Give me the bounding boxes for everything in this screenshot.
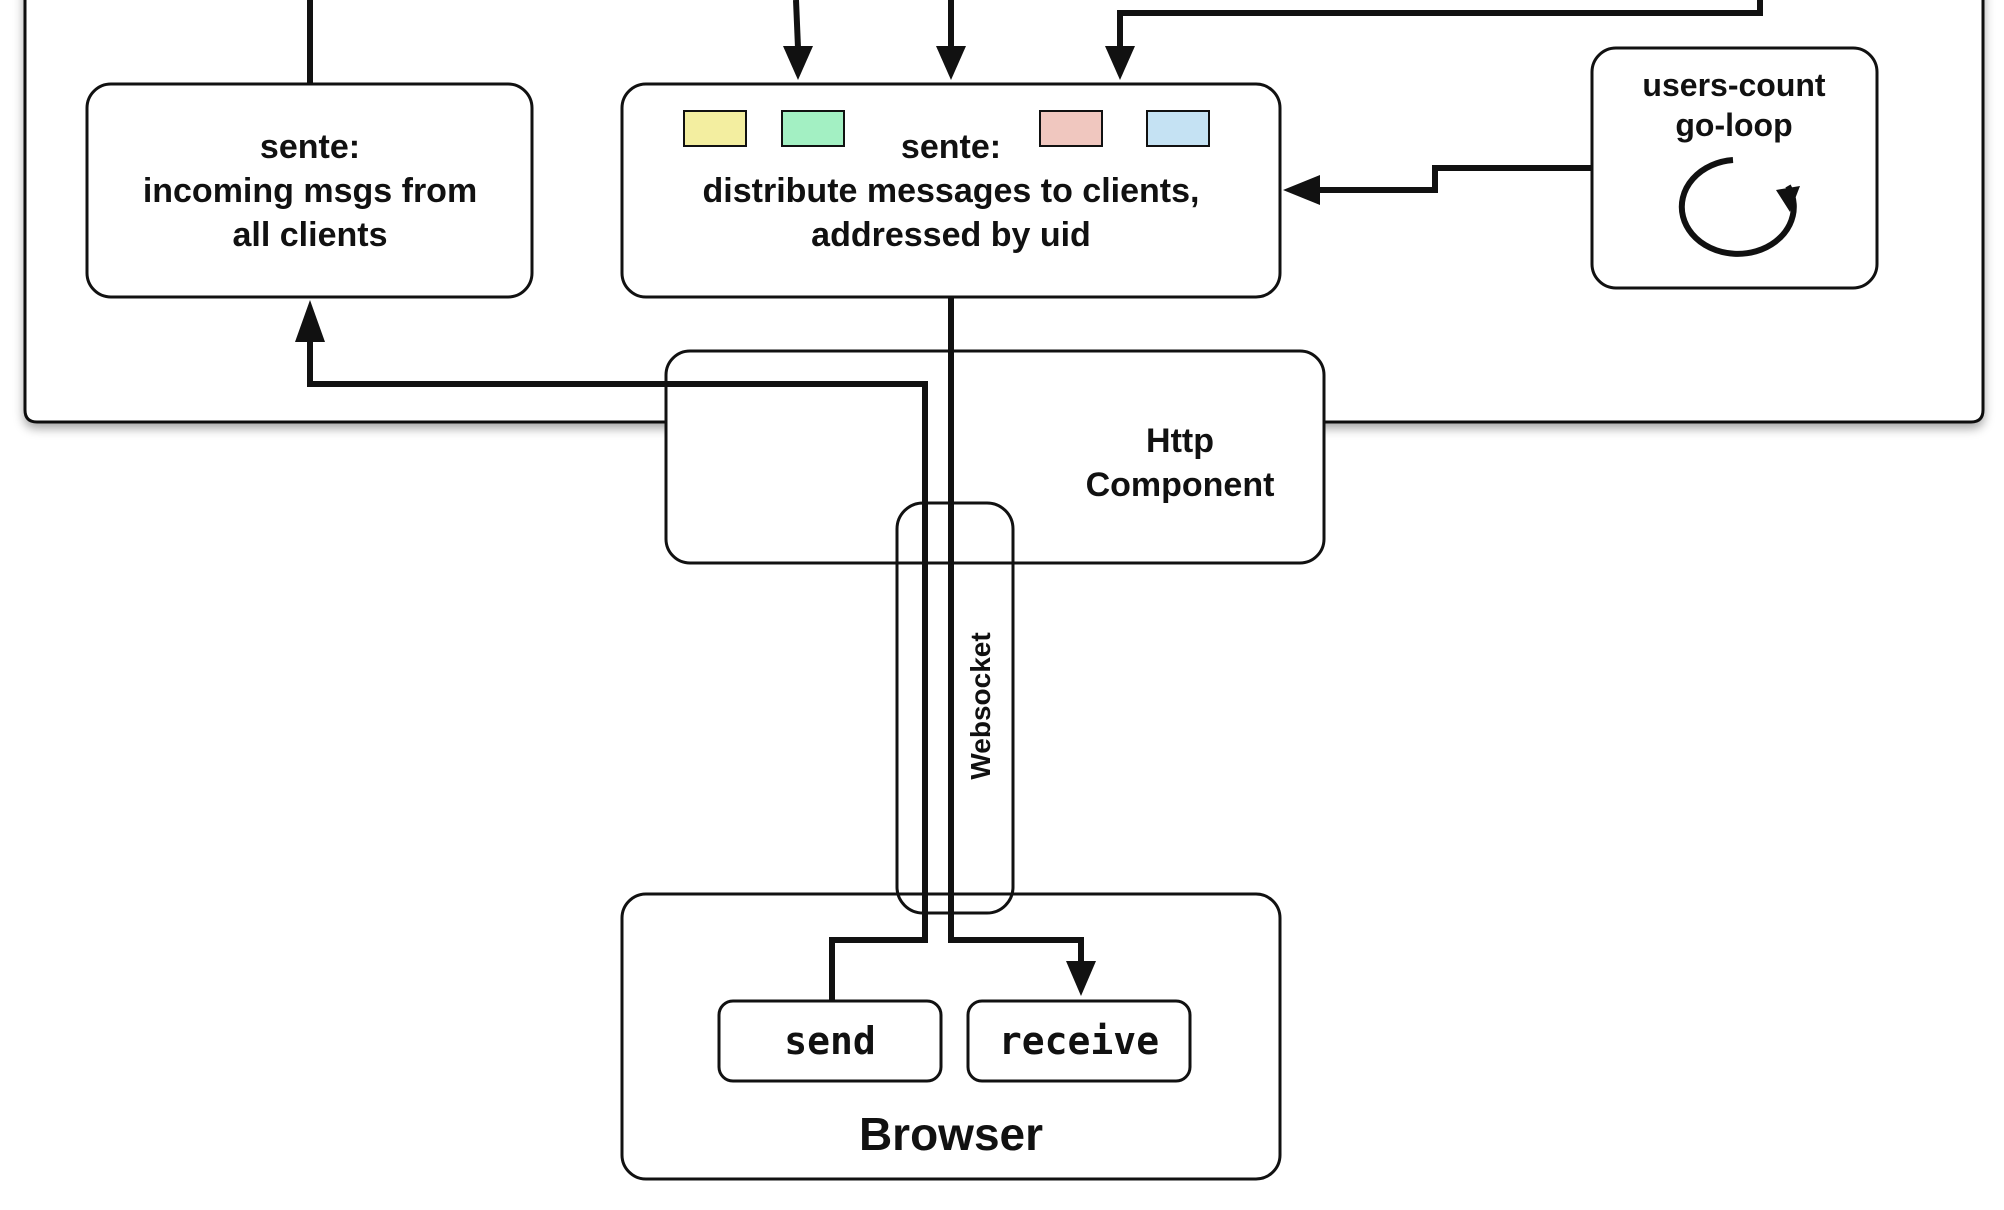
connector-lines	[307, 0, 1763, 1001]
distribute-messages-line3: addressed by uid	[811, 216, 1091, 254]
arrow-head-incoming	[295, 300, 325, 342]
http-component-label-line1: Http	[1146, 422, 1214, 460]
arrow-head-receive	[1066, 961, 1096, 996]
incoming-msgs-line1: sente:	[260, 128, 360, 166]
loop-icon	[1678, 157, 1800, 257]
http-component-box	[664, 349, 1326, 565]
distribute-messages-line1: sente:	[901, 128, 1001, 166]
websocket-channel	[895, 501, 1015, 915]
users-count-line2: go-loop	[1675, 107, 1792, 143]
users-count-line1: users-count	[1642, 67, 1825, 103]
receive-box	[966, 999, 1192, 1083]
distribute-messages-line2: distribute messages to clients,	[703, 172, 1200, 210]
websocket-label: Websocket	[965, 632, 996, 779]
arrow-head-top-right	[1105, 46, 1135, 80]
incoming-msgs-line2: incoming msgs from	[143, 172, 477, 210]
arrow-head-users-count	[1283, 175, 1320, 205]
color-swatch-green	[781, 110, 845, 147]
color-swatch-pink	[1039, 110, 1103, 147]
arrow-head-top-left	[783, 46, 813, 80]
http-component-label-line2: Component	[1086, 466, 1275, 504]
color-swatch-yellow	[683, 110, 747, 147]
color-swatch-blue	[1146, 110, 1210, 147]
browser-title: Browser	[859, 1108, 1043, 1160]
receive-label: receive	[999, 1019, 1159, 1063]
send-label: send	[784, 1019, 876, 1063]
incoming-msgs-line3: all clients	[233, 216, 388, 254]
arrow-head-top-center	[936, 46, 966, 80]
